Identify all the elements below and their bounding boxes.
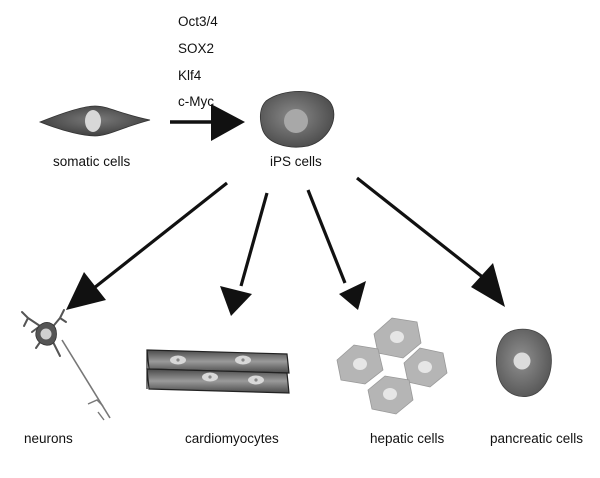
factor-sox2: SOX2 bbox=[178, 41, 214, 56]
label-somatic-cells: somatic cells bbox=[53, 154, 131, 169]
label-ips-cells: iPS cells bbox=[270, 154, 322, 169]
arrow-to-cardiomyocytes bbox=[220, 192, 269, 316]
factor-klf4: Klf4 bbox=[178, 68, 202, 83]
label-pancreatic-cells: pancreatic cells bbox=[490, 431, 583, 446]
factor-oct34: Oct3/4 bbox=[178, 14, 218, 29]
label-cardiomyocytes: cardiomyocytes bbox=[185, 431, 279, 446]
factor-cmyc: c-Myc bbox=[178, 94, 214, 109]
label-neurons: neurons bbox=[24, 431, 73, 446]
pancreatic-cell-icon bbox=[495, 328, 552, 397]
hepatocyte-cluster-icon bbox=[336, 317, 448, 415]
arrow-to-pancreatic bbox=[356, 176, 505, 307]
arrow-to-hepatic bbox=[306, 189, 366, 310]
neuron-icon bbox=[21, 309, 111, 421]
spindle-cell-icon bbox=[38, 105, 151, 137]
ips-cell-icon bbox=[259, 91, 335, 148]
label-hepatic-cells: hepatic cells bbox=[370, 431, 445, 446]
reprogramming-arrow bbox=[170, 104, 245, 141]
arrow-to-neurons bbox=[66, 181, 228, 310]
cardiomyocyte-icon bbox=[146, 349, 290, 394]
